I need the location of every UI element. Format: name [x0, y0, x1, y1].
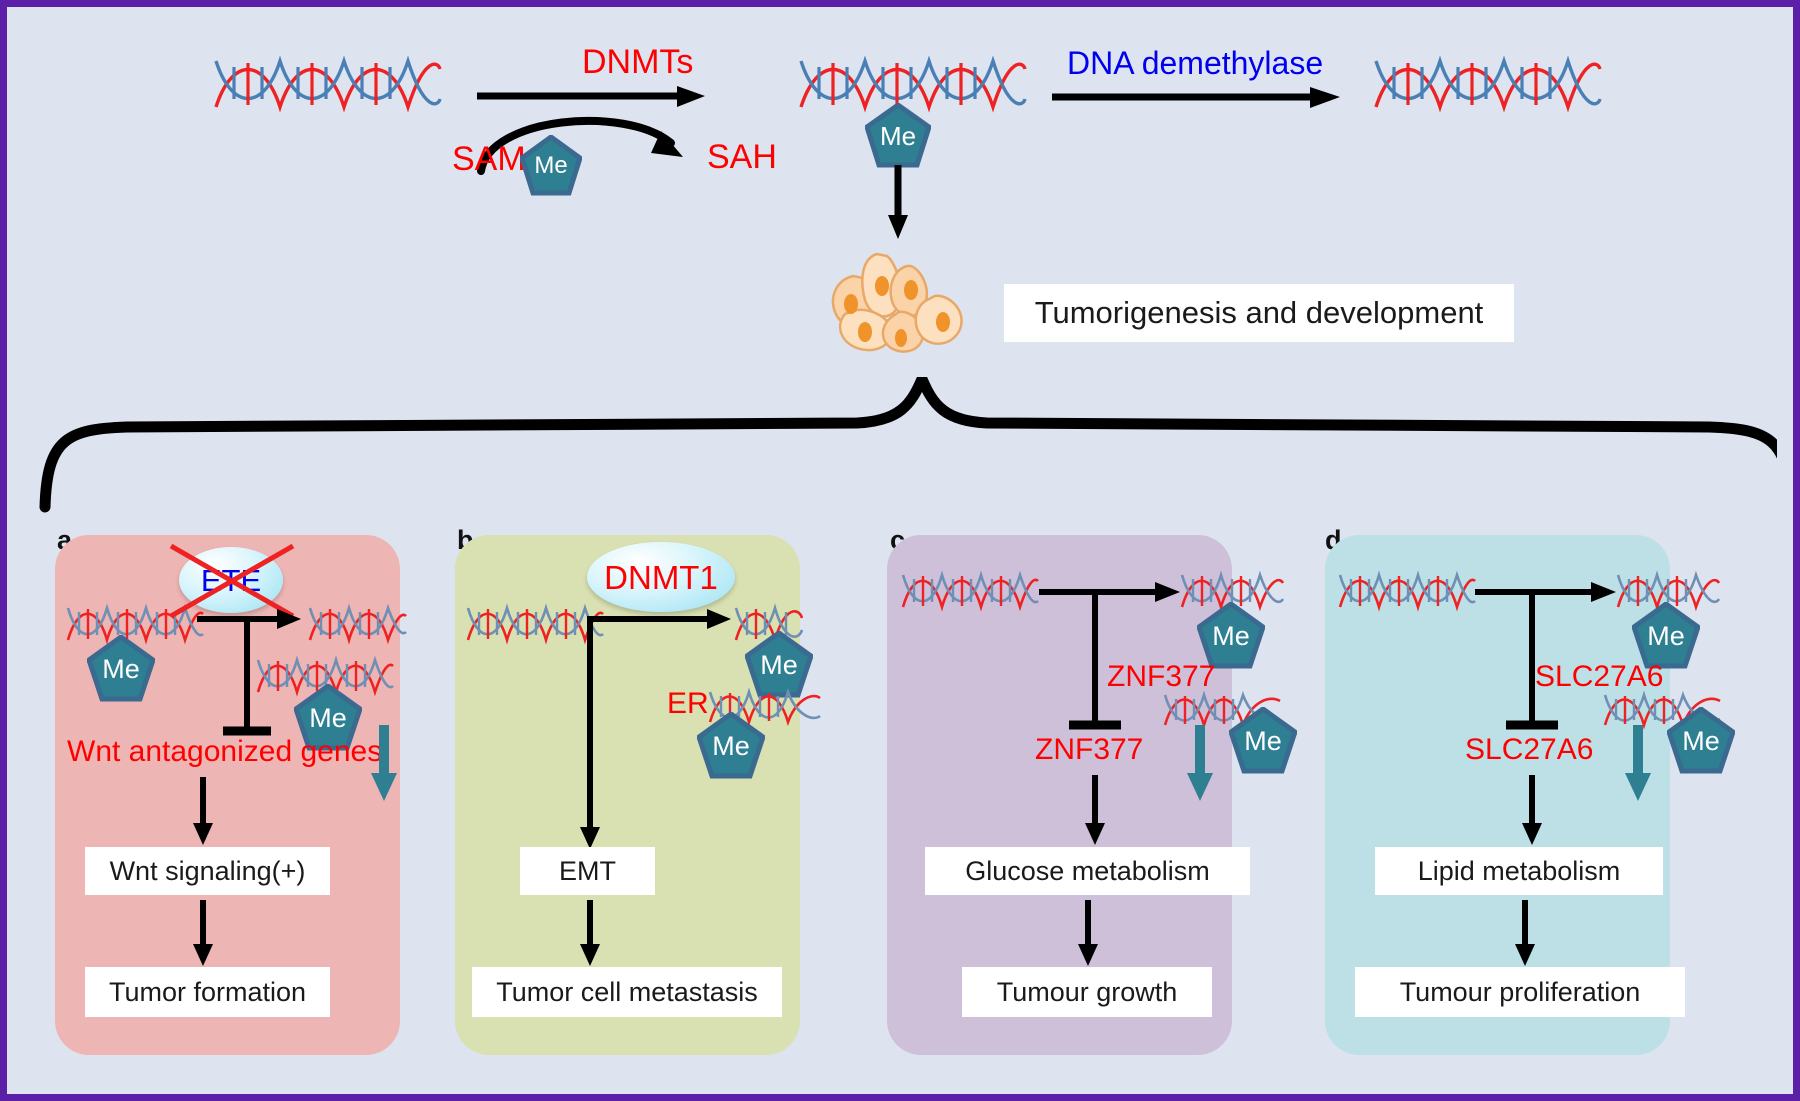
- panel-c-methyl-gene: Me: [1229, 707, 1297, 775]
- panel-c-effect-box: Glucose metabolism: [925, 847, 1250, 895]
- panel-c-downregulation-arrow: [1185, 725, 1215, 803]
- panel-b-outcome-box: Tumor cell metastasis: [472, 967, 782, 1017]
- panel-c-dna-output: [1179, 567, 1284, 615]
- panel-b-effect-arrow: [577, 619, 603, 851]
- panel-c-outcome-box: Tumour growth: [962, 967, 1212, 1017]
- panel-b-inhibited-target-label: ER: [667, 687, 709, 720]
- dna-demethylase-arrow: [1052, 85, 1342, 111]
- panel-a-methyl-output: Me: [294, 684, 362, 752]
- panel-c-dna-input: [900, 567, 1040, 615]
- panel-d-effect-arrow: [1519, 775, 1545, 847]
- panel-d-outcome-arrow: [1512, 900, 1538, 968]
- dna-helix-unmethylated: [212, 49, 442, 119]
- panel-d-dna-input: [1337, 567, 1477, 615]
- panel-a-dna-output: [307, 600, 407, 648]
- panel-a-effect-box: Wnt signaling(+): [85, 847, 330, 895]
- methyl-text: Me: [1244, 725, 1282, 756]
- panel-b-methyl-output: Me: [745, 631, 813, 699]
- panel-d-downregulation-arrow: [1623, 725, 1653, 803]
- tumorigenesis-box: Tumorigenesis and development: [1004, 284, 1514, 342]
- panel-c-gene-upper-label: ZNF377: [1107, 660, 1216, 693]
- dnmts-label: DNMTs: [582, 43, 694, 81]
- panel-b-effect-box: EMT: [520, 847, 655, 895]
- split-brace: [37, 377, 1777, 517]
- panel-c-inhibited-target-label: ZNF377: [1035, 733, 1144, 766]
- panel-c-outcome-arrow: [1075, 900, 1101, 968]
- panel-c-methyl-output: Me: [1197, 602, 1265, 670]
- panel-d-dna-methylated: [1602, 687, 1722, 733]
- panel-d-inhibited-target-label: SLC27A6: [1465, 733, 1594, 766]
- methyl-text: Me: [760, 649, 798, 680]
- panel-a-conversion-arrow: [197, 607, 302, 631]
- panel-a-effect-arrow: [190, 777, 216, 847]
- panel-a-dna-input: [65, 600, 205, 648]
- tumour-cell-cluster-icon: [815, 244, 985, 354]
- methyl-text: Me: [102, 653, 140, 684]
- panel-b-enzyme-label: DNMT1: [604, 558, 718, 596]
- panel-a-downregulation-arrow: [369, 725, 399, 803]
- sam-label: SAM: [452, 140, 526, 178]
- panel-c-dna-methylated: [1162, 687, 1282, 733]
- panel-d-methyl-gene: Me: [1667, 707, 1735, 775]
- panel-b-methyl-er: Me: [697, 712, 765, 780]
- methyl-group-on-dna: Me: [865, 103, 931, 169]
- dnmts-arrow: [477, 84, 707, 110]
- methyl-text: Me: [1647, 620, 1685, 651]
- panel-b-outcome-arrow: [577, 900, 603, 968]
- panel-c-effect-arrow: [1082, 775, 1108, 847]
- panel-d-methyl-output: Me: [1632, 602, 1700, 670]
- sam-to-sah-curve: [475, 99, 705, 179]
- methylation-to-tumour-arrow: [885, 165, 911, 241]
- panel-d-inhibition-tee: [1504, 592, 1560, 734]
- panel-a-outcome-box: Tumor formation: [85, 967, 330, 1017]
- panel-b-enzyme-oval: DNMT1: [587, 542, 735, 612]
- panel-d-gene-upper-label: SLC27A6: [1535, 660, 1664, 693]
- methyl-text: Me: [534, 152, 568, 179]
- methyl-text: Me: [309, 702, 347, 733]
- dna-demethylase-label: DNA demethylase: [1067, 45, 1324, 81]
- panel-a-outcome-arrow: [190, 900, 216, 968]
- panel-a-methyl-input: Me: [87, 635, 155, 703]
- methyl-group-sam: Me: [520, 135, 582, 197]
- panel-c-inhibition-tee: [1067, 592, 1123, 734]
- panel-a-inhibited-target-label: Wnt antagonized genes: [67, 735, 383, 768]
- panel-a-inhibition-tee: [219, 619, 275, 739]
- methyl-text: Me: [1682, 725, 1720, 756]
- methyl-text: Me: [712, 730, 750, 761]
- panel-a-cross-out-icon: [167, 540, 297, 622]
- panel-d-effect-box: Lipid metabolism: [1375, 847, 1663, 895]
- dna-helix-demethylated: [1372, 49, 1602, 119]
- methyl-text: Me: [1212, 620, 1250, 651]
- dna-helix-methylated-top: [797, 49, 1027, 119]
- methyl-text: Me: [879, 121, 917, 151]
- panel-b-conversion-arrow: [587, 607, 732, 631]
- panel-d-dna-output: [1615, 567, 1720, 615]
- sah-label: SAH: [707, 138, 777, 176]
- panel-d-outcome-box: Tumour proliferation: [1355, 967, 1685, 1017]
